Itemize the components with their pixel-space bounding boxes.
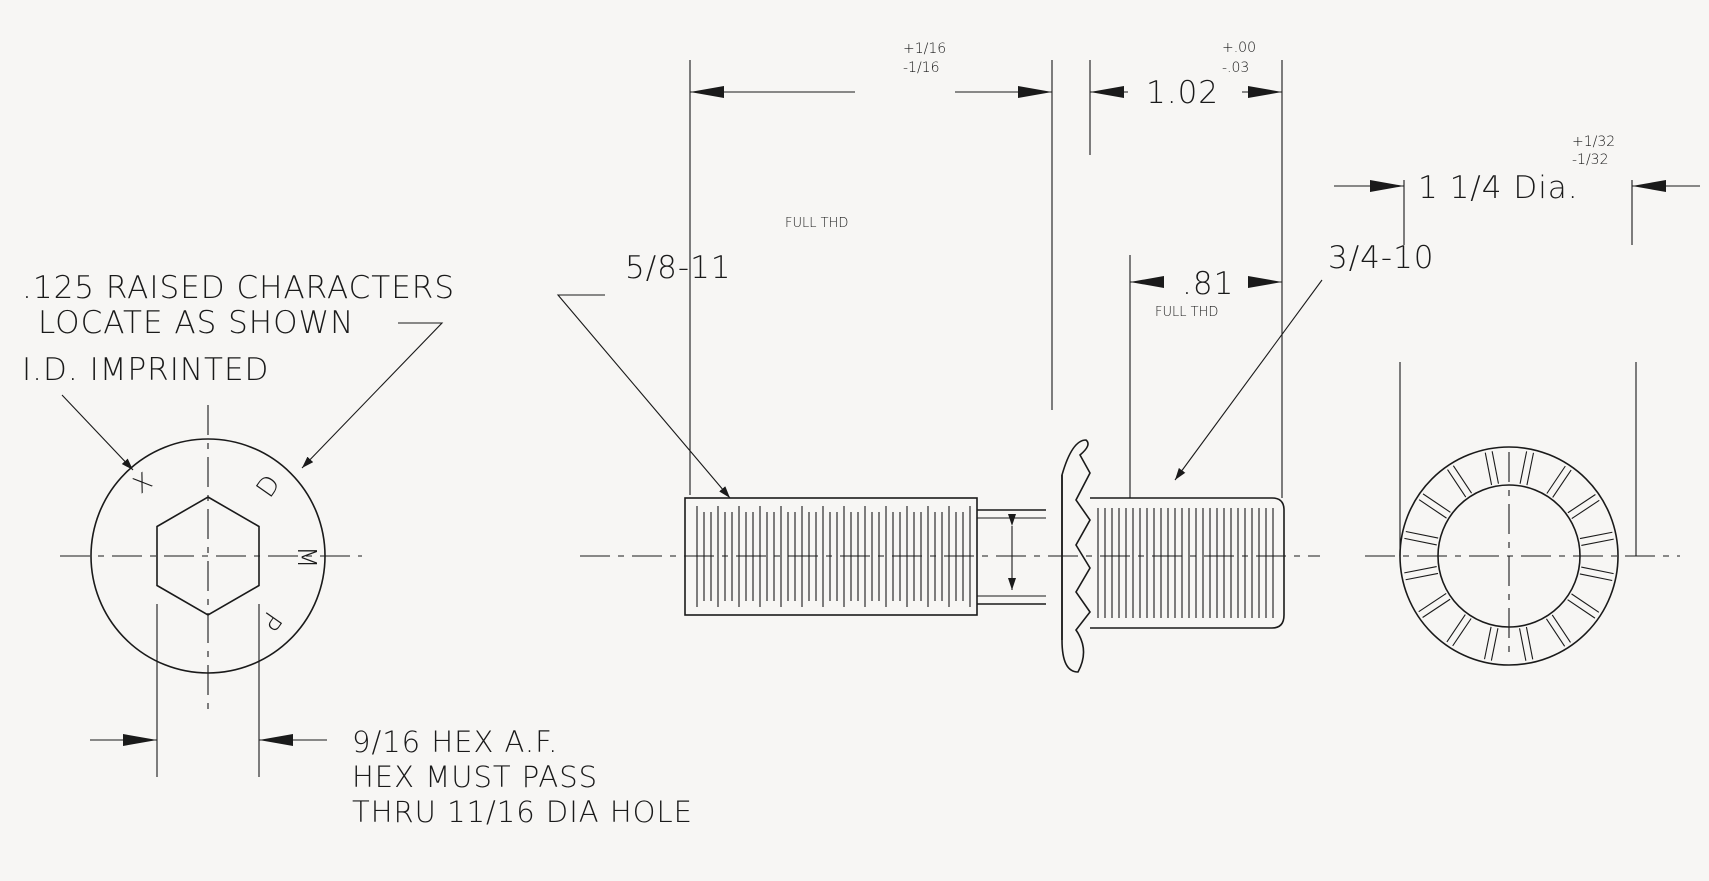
dim-81-value: .81 <box>1182 266 1234 302</box>
serration-mark <box>1571 593 1600 613</box>
full-thd-right: FULL THD <box>1155 305 1218 320</box>
serration-mark <box>1567 599 1596 619</box>
thread-left-label: 5/8-11 <box>625 250 732 286</box>
tol-dia-plus: +1/32 <box>1572 134 1615 150</box>
serration-mark <box>1581 538 1614 546</box>
serration-mark <box>1490 628 1499 661</box>
serration-mark <box>1422 493 1451 513</box>
serration-mark <box>1483 626 1492 660</box>
serration-mark <box>1579 573 1613 582</box>
hex-note-line2: HEX MUST PASS <box>352 760 598 794</box>
tol-102-plus: +.00 <box>1222 40 1256 56</box>
leader-thread-left <box>556 294 731 499</box>
tol-dia-minus: -1/32 <box>1572 152 1609 168</box>
serration-mark <box>1526 452 1535 486</box>
serration-mark <box>1447 469 1467 498</box>
left-thread-body <box>684 497 978 616</box>
serration-mark <box>1405 530 1439 539</box>
serration-mark <box>1484 452 1493 486</box>
letter-x: X <box>128 467 158 499</box>
letter-d: D <box>251 470 287 504</box>
serration-mark <box>1525 626 1534 660</box>
callout-raised-line1: .125 RAISED CHARACTERS <box>22 270 455 306</box>
serration-mark <box>1404 566 1437 574</box>
serration-mark <box>1491 451 1499 484</box>
tol-top-minus: -1/16 <box>903 60 940 76</box>
serration-mark <box>1545 618 1566 647</box>
serration-mark <box>1567 494 1596 514</box>
serration-mark <box>1519 451 1528 484</box>
side-view: +1/16 -1/16 FULL THD 5/8-11 1.02 +.00 -.… <box>556 40 1435 673</box>
serration-mark <box>1405 572 1439 581</box>
serration-mark <box>1571 499 1600 520</box>
hex-note-line3: THRU 11/16 DIA HOLE <box>352 795 693 829</box>
right-thread-lines <box>1097 508 1274 618</box>
left-end-view: X D M P .125 RAISED CHARACTERS LOCATE AS… <box>22 270 693 829</box>
right-end-view: 1 1/4 Dia. +1/32 -1/32 <box>1334 134 1700 666</box>
dia-label: 1 1/4 Dia. <box>1418 170 1579 206</box>
callout-id-imprinted: I.D. IMPRINTED <box>22 352 269 388</box>
serration-mark <box>1581 566 1614 575</box>
left-thread-lines <box>696 506 971 607</box>
leader-thread-right <box>1174 279 1323 481</box>
serration-mark <box>1418 592 1447 613</box>
tol-102-minus: -.03 <box>1222 60 1249 76</box>
full-thd-left: FULL THD <box>785 216 848 231</box>
serration-mark <box>1579 531 1613 540</box>
serration-mark <box>1452 465 1473 494</box>
serration-mark <box>1446 614 1466 643</box>
serrated-flange <box>1061 439 1091 673</box>
serration-mark <box>1452 618 1472 647</box>
serration-mark <box>1546 465 1566 494</box>
leader-raised-characters <box>301 322 444 469</box>
serration-mark <box>1422 598 1451 618</box>
hex-note-line1: 9/16 HEX A.F. <box>352 725 558 759</box>
callout-raised-line2: LOCATE AS SHOWN <box>38 305 354 341</box>
serration-mark <box>1552 469 1572 498</box>
right-thread-body <box>1090 497 1285 629</box>
letter-m: M <box>291 546 321 568</box>
dim-102-value: 1.02 <box>1146 75 1219 111</box>
serration-mark <box>1519 628 1527 661</box>
serration-mark <box>1551 614 1571 643</box>
leader-id-imprinted <box>61 394 134 471</box>
tol-top-plus: +1/16 <box>903 41 946 57</box>
serration-marks <box>1404 451 1614 661</box>
serration-mark <box>1418 499 1447 519</box>
serration-mark <box>1404 537 1437 546</box>
thread-right-label: 3/4-10 <box>1328 240 1435 276</box>
